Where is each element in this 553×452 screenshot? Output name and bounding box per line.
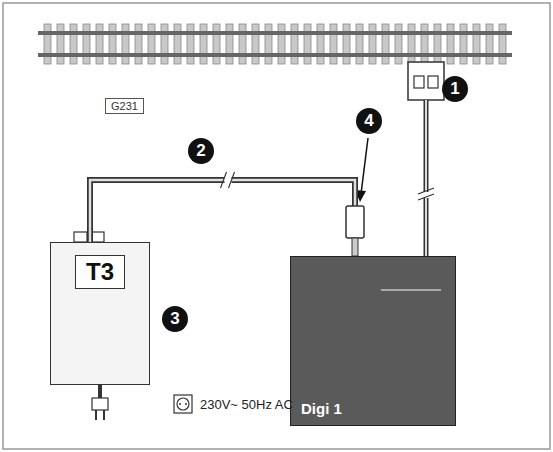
sleeper [408, 24, 415, 64]
sleeper [356, 24, 363, 64]
break-mark [221, 172, 227, 188]
sleeper [421, 24, 428, 64]
track-sleepers [44, 24, 506, 64]
sleeper [83, 24, 90, 64]
sleeper [382, 24, 389, 64]
sleeper [96, 24, 103, 64]
socket-symbol [177, 398, 189, 410]
track-wire [425, 100, 427, 256]
clip-terminal [414, 76, 424, 88]
dc-plug-pin [352, 238, 358, 256]
break-mark [418, 188, 434, 194]
plug-pin [103, 410, 105, 420]
sleeper [239, 24, 246, 64]
sleeper [395, 24, 402, 64]
callout-number: 1 [442, 76, 468, 102]
sleeper [291, 24, 298, 64]
part-label: G231 [105, 98, 144, 114]
sleeper [252, 24, 259, 64]
transformer-box: T3 [50, 242, 150, 385]
frame [3, 3, 550, 449]
sleeper [135, 24, 142, 64]
sleeper [122, 24, 129, 64]
callout-number: 4 [356, 108, 382, 134]
callout-number: 2 [188, 138, 214, 164]
sleeper [473, 24, 480, 64]
sleeper [369, 24, 376, 64]
leader-arrow [361, 138, 368, 194]
track-wire [424, 100, 429, 256]
node-text: G231 [111, 100, 138, 112]
rail [38, 31, 512, 35]
sleeper [161, 24, 168, 64]
socket-hole [179, 403, 181, 405]
sleeper [304, 24, 311, 64]
sleeper [447, 24, 454, 64]
sleeper [174, 24, 181, 64]
sleeper [434, 24, 441, 64]
sleeper [148, 24, 155, 64]
clip-terminal [428, 76, 438, 88]
mains-plug [92, 398, 108, 410]
sleeper [343, 24, 350, 64]
sleeper [278, 24, 285, 64]
callout-number: 3 [162, 306, 188, 332]
sleeper [330, 24, 337, 64]
socket-hole [185, 403, 187, 405]
sleeper [70, 24, 77, 64]
plug-pin [95, 410, 97, 420]
sleeper [486, 24, 493, 64]
sleeper [499, 24, 506, 64]
node-text: T3 [75, 255, 125, 289]
sleeper [187, 24, 194, 64]
sleeper [226, 24, 233, 64]
sleeper [200, 24, 207, 64]
sleeper [57, 24, 64, 64]
break-mark [418, 194, 434, 200]
socket-symbol [174, 395, 192, 413]
sleeper [213, 24, 220, 64]
sleeper [265, 24, 272, 64]
sleeper [44, 24, 51, 64]
break-mark [229, 172, 235, 188]
status-led [381, 289, 441, 291]
terminal [74, 232, 87, 242]
dc-plug [346, 206, 364, 238]
voltage-label: 230V~ 50Hz AC [200, 397, 293, 412]
sleeper [109, 24, 116, 64]
rail [38, 53, 512, 57]
mains-cord [98, 385, 102, 398]
controller-box: Digi 1 [290, 256, 456, 426]
node-text: Digi 1 [301, 400, 342, 417]
sleeper [460, 24, 467, 64]
track-clip [408, 62, 444, 100]
sleeper [317, 24, 324, 64]
